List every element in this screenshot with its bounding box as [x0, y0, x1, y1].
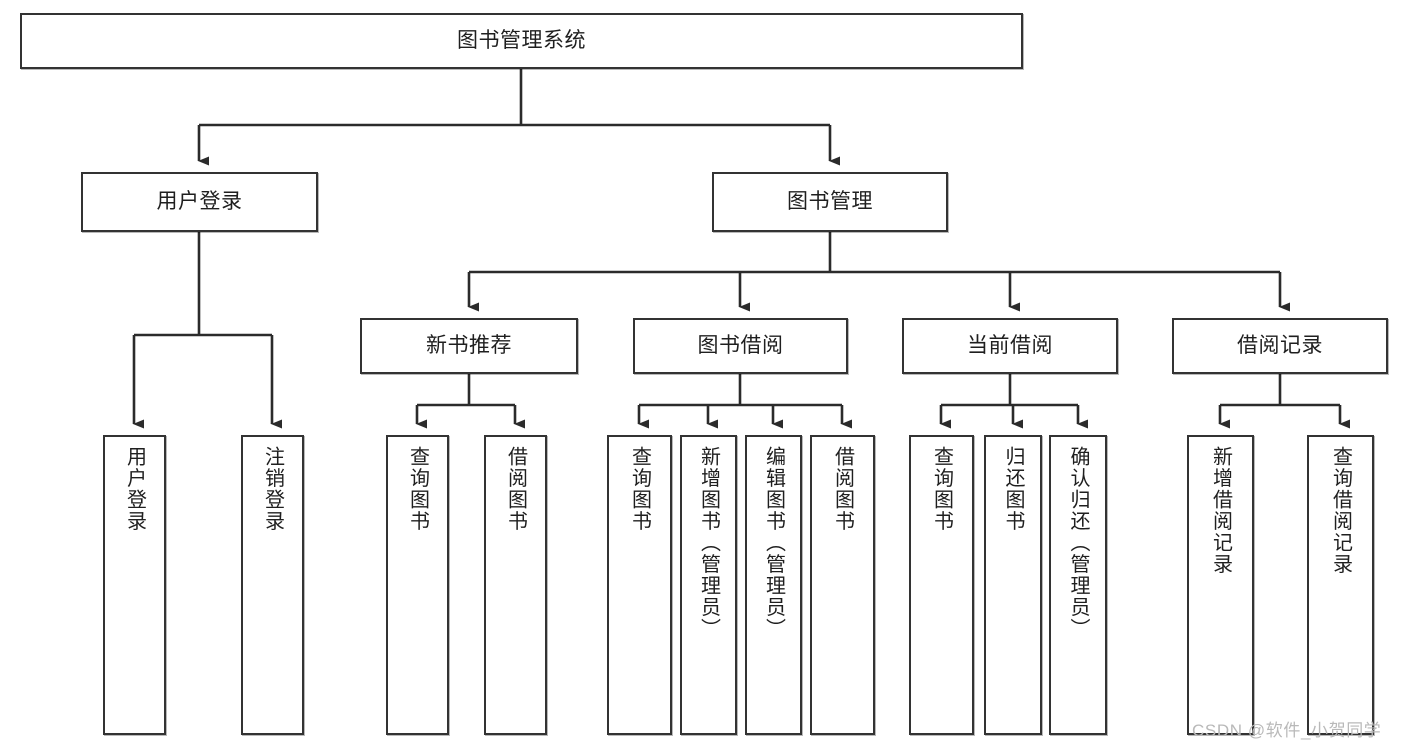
root-to-level2-connectors — [197, 69, 840, 166]
node-borrow-record-label: 借阅记录 — [1237, 334, 1323, 358]
node-root-label: 图书管理系统 — [457, 29, 586, 53]
node-leaf-rec-query[interactable]: 查询图书 — [386, 435, 449, 735]
node-leaf-book-edit[interactable]: 编辑图书（管理员） — [745, 435, 802, 735]
node-user-login-label: 用户登录 — [156, 190, 243, 214]
node-leaf-user-login[interactable]: 用户登录 — [103, 435, 166, 735]
node-leaf-cur-query[interactable]: 查询图书 — [909, 435, 974, 735]
borrow-record-to-leaves-connectors — [1218, 374, 1350, 429]
node-leaf-borrow-query[interactable]: 查询图书 — [607, 435, 672, 735]
node-user-login[interactable]: 用户登录 — [81, 172, 318, 232]
node-book-borrow-label: 图书借阅 — [697, 334, 784, 358]
csdn-watermark: CSDN @软件_小贺同学 — [1192, 721, 1382, 740]
node-leaf-cur-confirm-label: 确认归还（管理员） — [1067, 446, 1089, 640]
node-root[interactable]: 图书管理系统 — [20, 13, 1023, 69]
node-leaf-rec-borrow-label: 借阅图书 — [504, 446, 527, 532]
node-leaf-rec-add[interactable]: 新增借阅记录 — [1187, 435, 1254, 735]
user-login-to-leaves-connectors — [132, 232, 282, 429]
node-new-book-rec[interactable]: 新书推荐 — [360, 318, 578, 374]
new-book-rec-to-leaves-connectors — [415, 374, 525, 429]
node-leaf-rec-query2-label: 查询借阅记录 — [1329, 446, 1352, 575]
node-borrow-record[interactable]: 借阅记录 — [1172, 318, 1388, 374]
current-borrow-to-leaves-connectors — [939, 374, 1088, 429]
node-leaf-cur-return[interactable]: 归还图书 — [984, 435, 1042, 735]
node-leaf-cur-confirm[interactable]: 确认归还（管理员） — [1049, 435, 1107, 735]
node-leaf-cur-return-label: 归还图书 — [1002, 446, 1024, 532]
book-borrow-to-leaves-connectors — [637, 374, 852, 429]
node-leaf-rec-add-label: 新增借阅记录 — [1209, 446, 1232, 575]
node-leaf-rec-query2[interactable]: 查询借阅记录 — [1307, 435, 1374, 735]
node-leaf-rec-borrow[interactable]: 借阅图书 — [484, 435, 547, 735]
node-leaf-book-borrow-label: 借阅图书 — [831, 446, 854, 532]
node-leaf-cur-query-label: 查询图书 — [930, 446, 953, 532]
node-current-borrow-label: 当前借阅 — [967, 334, 1053, 358]
book-manage-to-level3-connectors — [467, 232, 1290, 312]
node-leaf-book-borrow[interactable]: 借阅图书 — [810, 435, 875, 735]
node-leaf-rec-query-label: 查询图书 — [406, 446, 429, 532]
node-leaf-user-logout-label: 注销登录 — [261, 446, 284, 532]
node-leaf-book-add[interactable]: 新增图书（管理员） — [680, 435, 737, 735]
node-leaf-book-add-label: 新增图书（管理员） — [697, 446, 720, 640]
node-leaf-user-login-label: 用户登录 — [123, 446, 146, 532]
node-new-book-rec-label: 新书推荐 — [426, 334, 512, 358]
node-leaf-user-logout[interactable]: 注销登录 — [241, 435, 304, 735]
node-leaf-book-edit-label: 编辑图书（管理员） — [762, 446, 785, 640]
node-book-borrow[interactable]: 图书借阅 — [633, 318, 848, 374]
node-book-manage[interactable]: 图书管理 — [712, 172, 948, 232]
node-leaf-borrow-query-label: 查询图书 — [628, 446, 651, 532]
node-book-manage-label: 图书管理 — [787, 190, 873, 214]
node-current-borrow[interactable]: 当前借阅 — [902, 318, 1118, 374]
